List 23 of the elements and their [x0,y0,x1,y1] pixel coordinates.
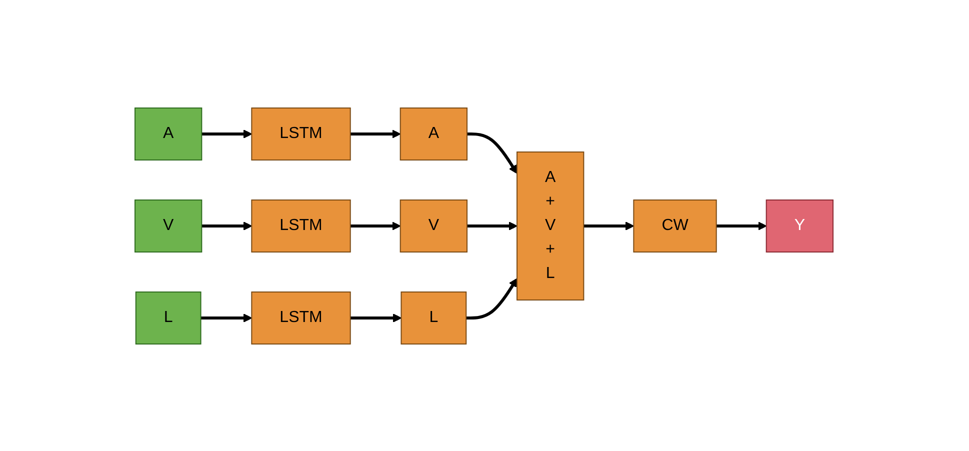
node-box: LSTM [252,291,352,344]
arrow [350,129,402,138]
arrow [584,221,635,230]
arrow [716,221,768,230]
arrow [350,221,402,230]
arrow [350,313,402,322]
arrow [468,221,518,230]
node-box: A [400,107,468,160]
node-box: LSTM [252,107,352,160]
node-box: CW [634,199,718,252]
node-box: L [401,291,468,344]
arrow [202,129,253,138]
arrow [466,278,518,319]
arrow [202,221,253,230]
arrow [468,132,518,174]
node-box: Y [766,199,834,252]
node-box: A [134,107,203,160]
node-box: LSTM [252,199,352,252]
node-box: A + V + L [517,151,585,300]
node-box: V [400,199,468,252]
arrow [201,313,253,322]
node-box: V [134,199,203,252]
node-box: L [136,291,202,344]
